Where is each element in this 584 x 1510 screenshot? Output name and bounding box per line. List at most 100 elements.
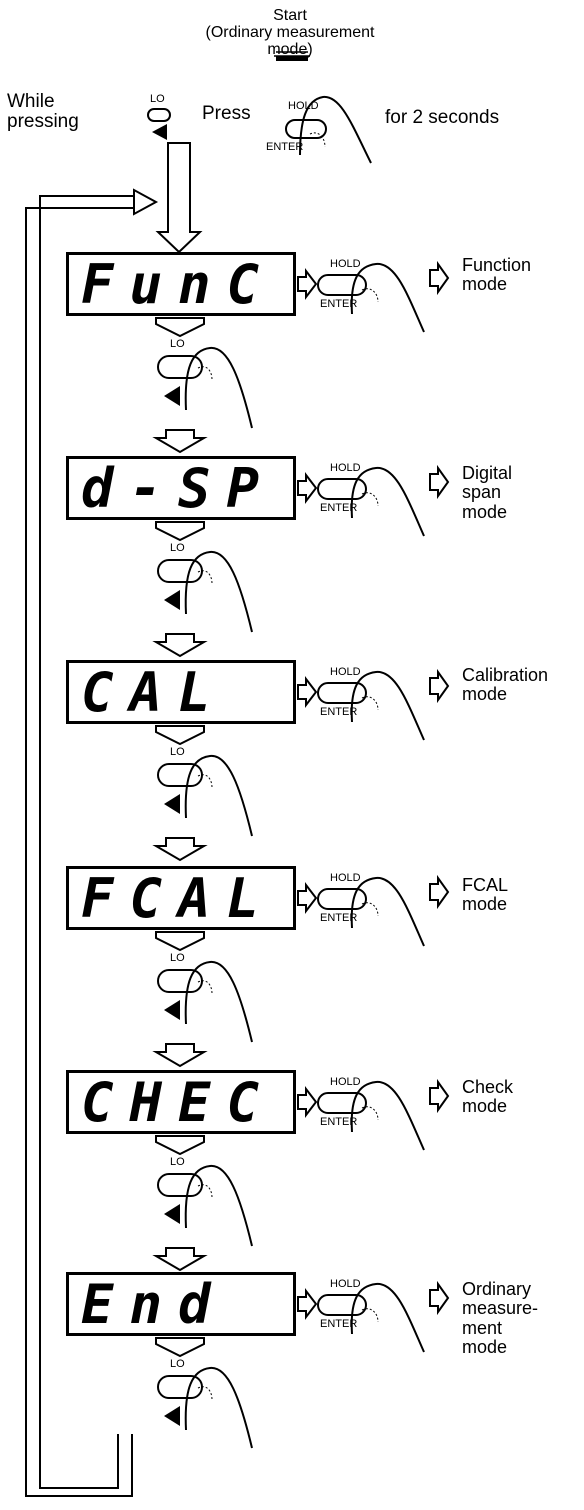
lo-key [158, 560, 202, 582]
lcd-display-text: FCAL [69, 871, 293, 927]
down-arrow-icon [156, 1338, 204, 1356]
start-marker-icon [274, 52, 310, 61]
down-arrow-icon [156, 318, 204, 336]
lo-label: LO [170, 1156, 185, 1168]
mode-label: Functionmode [462, 256, 582, 295]
mode-label-line: Digital [462, 464, 582, 483]
mode-label-line: FCAL [462, 876, 582, 895]
right-arrow-icon [298, 885, 316, 911]
right-arrow-icon [298, 1291, 316, 1317]
left-triangle-icon [164, 1204, 180, 1224]
lcd-display-text: CAL [69, 665, 293, 721]
lo-key [158, 1174, 202, 1196]
lo-label: LO [170, 746, 185, 758]
lcd-display-text: FunC [69, 257, 293, 313]
hold-label: HOLD [330, 462, 361, 474]
hold-enter-key [318, 275, 366, 295]
enter-label: ENTER [320, 298, 357, 310]
left-triangle-icon [164, 1406, 180, 1426]
mode-label-line: Calibration [462, 666, 582, 685]
lo-button-icon [158, 348, 252, 428]
down-arrow-icon [156, 932, 204, 950]
mode-label-line: mode [462, 685, 582, 704]
finger-outline [352, 264, 424, 332]
lo-key [158, 1376, 202, 1398]
lo-key [158, 356, 202, 378]
lcd-display: FCAL [66, 866, 296, 930]
down-arrow-icon [156, 838, 204, 860]
right-arrow-icon [298, 475, 316, 501]
lo-button-icon [158, 962, 252, 1042]
right-arrow-icon [298, 679, 316, 705]
mode-label: Checkmode [462, 1078, 582, 1117]
mode-label-line: mode [462, 1338, 582, 1357]
finger-outline [352, 1082, 424, 1150]
mode-label-line: span [462, 483, 582, 502]
lo-key [158, 764, 202, 786]
enter-label: ENTER [320, 502, 357, 514]
lo-button-icon [158, 756, 252, 836]
down-arrow-icon [156, 1248, 204, 1270]
down-arrow-icon [156, 1044, 204, 1066]
mode-label-line: Function [462, 256, 582, 275]
left-triangle-icon [164, 794, 180, 814]
lo-label: LO [170, 542, 185, 554]
down-arrow-icon [156, 726, 204, 744]
mode-label-line: Ordinary [462, 1280, 582, 1299]
mode-arrow-icon [430, 1082, 448, 1110]
down-arrow-icon [156, 430, 204, 452]
mode-label-line: mode [462, 895, 582, 914]
mode-label-line: ment [462, 1319, 582, 1338]
mode-label-line: mode [462, 503, 582, 522]
hold-label-top: HOLD [288, 100, 319, 112]
mode-label-line: mode [462, 275, 582, 294]
mode-label-line: mode [462, 1097, 582, 1116]
mode-arrow-icon [430, 468, 448, 496]
hold-label: HOLD [330, 258, 361, 270]
lcd-display: d-SP [66, 456, 296, 520]
lcd-display: CHEC [66, 1070, 296, 1134]
mode-arrow-icon [430, 878, 448, 906]
mode-label-line: measure- [462, 1299, 582, 1318]
hold-label: HOLD [330, 1278, 361, 1290]
hold-label: HOLD [330, 1076, 361, 1088]
finger-outline [352, 468, 424, 536]
down-arrow-icon [156, 1136, 204, 1154]
finger-outline [352, 672, 424, 740]
lo-label-top: LO [150, 93, 165, 105]
lo-key [158, 970, 202, 992]
enter-label: ENTER [320, 1318, 357, 1330]
finger-outline [352, 1284, 424, 1352]
hold-enter-key [318, 1093, 366, 1113]
hold-enter-key [318, 889, 366, 909]
lo-label: LO [170, 1358, 185, 1370]
right-arrow-icon [298, 1089, 316, 1115]
left-triangle-icon [164, 590, 180, 610]
enter-label: ENTER [320, 912, 357, 924]
lo-button-top-icon [148, 109, 170, 140]
enter-label: ENTER [320, 1116, 357, 1128]
lcd-display-text: CHEC [69, 1075, 293, 1131]
left-triangle-icon [164, 386, 180, 406]
lo-label: LO [170, 952, 185, 964]
hold-enter-key [318, 1295, 366, 1315]
lcd-display: End [66, 1272, 296, 1336]
down-arrow-icon [156, 634, 204, 656]
hold-enter-key [318, 683, 366, 703]
left-triangle-icon [164, 1000, 180, 1020]
lcd-display-text: d-SP [69, 461, 293, 517]
mode-arrow-icon [430, 1284, 448, 1312]
lo-button-icon [158, 1368, 252, 1448]
hold-enter-key [318, 479, 366, 499]
lo-button-icon [158, 552, 252, 632]
lcd-display-text: End [69, 1277, 293, 1333]
lo-label: LO [170, 338, 185, 350]
lo-button-icon [158, 1166, 252, 1246]
lcd-display: CAL [66, 660, 296, 724]
mode-arrow-icon [430, 672, 448, 700]
finger-outline [352, 878, 424, 946]
